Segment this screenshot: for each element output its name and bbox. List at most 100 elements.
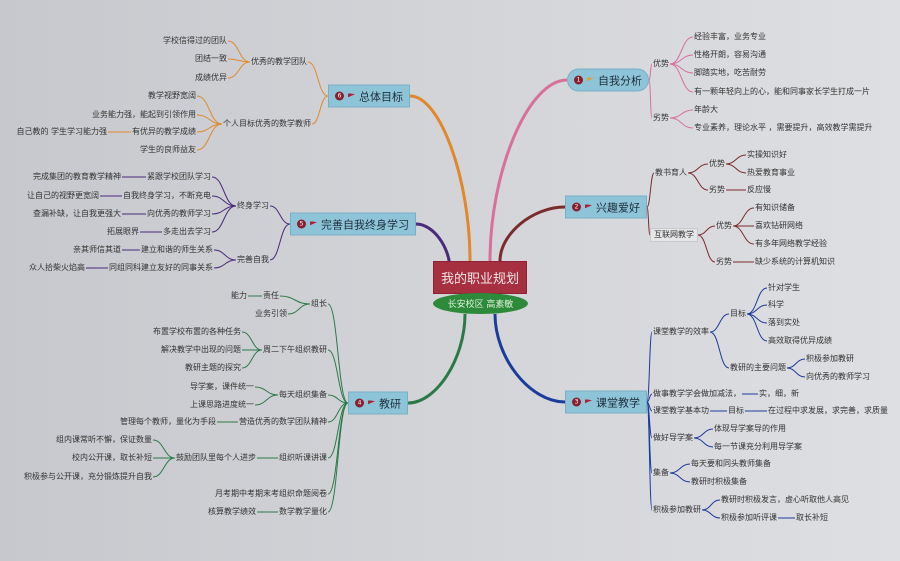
node: 有一颗年轻向上的心，能和同事家长学生打成一片: [694, 87, 870, 96]
node: 核算教学绩效: [208, 507, 256, 516]
connector-line: [269, 205, 291, 225]
connector-line: [327, 402, 349, 495]
node: 做事教学学会做加减法，: [653, 389, 741, 398]
node: 教学视野宽阔: [148, 91, 196, 100]
connector-line: [213, 249, 237, 261]
node: 积极参加教研: [806, 354, 854, 363]
node: 教书育人: [655, 168, 687, 177]
node: 拓展眼界: [107, 227, 139, 236]
node: 优势: [709, 159, 725, 168]
connector-line: [287, 303, 311, 315]
node: 让自己的视野更宽阔: [27, 191, 99, 200]
node: 向优秀的教师学习: [147, 209, 211, 218]
connector-line: [669, 463, 691, 474]
node: 热爱教育事业: [747, 168, 795, 177]
connector-line: [732, 207, 755, 227]
connector-line: [725, 163, 747, 174]
connector-line: [732, 225, 755, 245]
node: 成绩优异: [195, 73, 227, 82]
node: 导学案，课件统一: [190, 382, 254, 391]
connector-line: [746, 287, 768, 315]
connector-line: [697, 234, 716, 263]
flag-icon: [587, 77, 594, 82]
node: 性格开朗，容易沟通: [694, 50, 766, 59]
node: 针对学生: [768, 283, 800, 292]
node: 个人目标优秀的数学教师: [223, 119, 311, 128]
connector-line: [211, 176, 237, 207]
connector-line: [701, 509, 721, 519]
node: 自己教的 学生学习能力强: [16, 127, 107, 136]
connector-line: [152, 457, 176, 478]
node: 校内公开课，取长补短: [72, 453, 152, 462]
node: 实，细，新: [759, 389, 799, 398]
node: 数学教学量化: [279, 507, 327, 516]
central-topic[interactable]: 我的职业规划: [433, 261, 527, 294]
connector-line: [693, 428, 714, 439]
node: 互联网教学: [650, 228, 698, 242]
topic-teaching-research[interactable]: 4 教研: [348, 391, 408, 415]
flag-icon: [368, 400, 375, 405]
connector-line: [687, 163, 709, 174]
node: 劣势: [709, 185, 725, 194]
node: 责任: [263, 291, 279, 300]
topic-label: 课堂教学: [596, 396, 640, 409]
node: 集备: [653, 468, 669, 477]
connector-line: [311, 95, 329, 125]
node: 经验丰富，业务专业: [694, 32, 766, 41]
node: 高效取得优异成绩: [768, 336, 832, 345]
number-badge: 4: [355, 398, 364, 408]
main-branch: [407, 313, 467, 405]
node: 体现导学案导的作用: [714, 424, 786, 433]
node: 实操知识好: [747, 150, 787, 159]
node: 喜欢钻研网络: [755, 221, 803, 230]
node: 每天组织集备: [279, 390, 327, 399]
connector-line: [669, 63, 694, 93]
flag-icon: [348, 93, 355, 98]
connector-line: [669, 472, 691, 483]
connector-line: [241, 349, 263, 369]
connector-line: [213, 259, 237, 269]
node: 管理每个教师，量化为手段: [120, 417, 216, 426]
node: 课堂教学的效率: [653, 327, 709, 336]
node: 有优异的教学成绩: [132, 127, 196, 136]
node: 目标: [730, 309, 746, 318]
flag-icon: [310, 221, 317, 226]
node: 学生的良师益友: [140, 145, 196, 154]
topic-label: 兴趣爱好: [596, 201, 640, 214]
node: 建立和谐的师生关系: [141, 245, 213, 254]
node: 终身学习: [237, 201, 269, 210]
node: 教研时积极发言，虚心听取他人高见: [721, 495, 849, 504]
node: 亲其师信其道: [73, 245, 121, 254]
number-badge: 6: [335, 91, 344, 101]
connector-line: [725, 154, 747, 165]
node: 业务引领: [255, 309, 287, 318]
connector-line: [327, 402, 349, 513]
node: 月考期中考期末考组织命题阅卷: [215, 489, 327, 498]
connector-line: [786, 367, 806, 378]
connector-line: [307, 61, 329, 97]
node: 优势: [653, 59, 669, 68]
node: 劣势: [653, 113, 669, 122]
node: 完成集团的教育教学精神: [33, 172, 121, 181]
node: 积极参加听评课: [721, 513, 777, 522]
connector-line: [327, 394, 349, 404]
connector-line: [646, 401, 653, 511]
node: 优秀的教学团队: [251, 57, 307, 66]
connector-line: [254, 386, 279, 396]
topic-label: 教研: [379, 397, 401, 410]
connector-line: [227, 61, 251, 79]
node: 自我终身学习，不断充电: [123, 191, 211, 200]
number-badge: 5: [297, 219, 306, 229]
node: 组内课常听不懈，保证数量: [56, 435, 152, 444]
node: 团结一致: [195, 54, 227, 63]
connector-line: [646, 331, 653, 403]
node: 周二下午组织教研: [263, 345, 327, 354]
connector-line: [241, 331, 263, 351]
